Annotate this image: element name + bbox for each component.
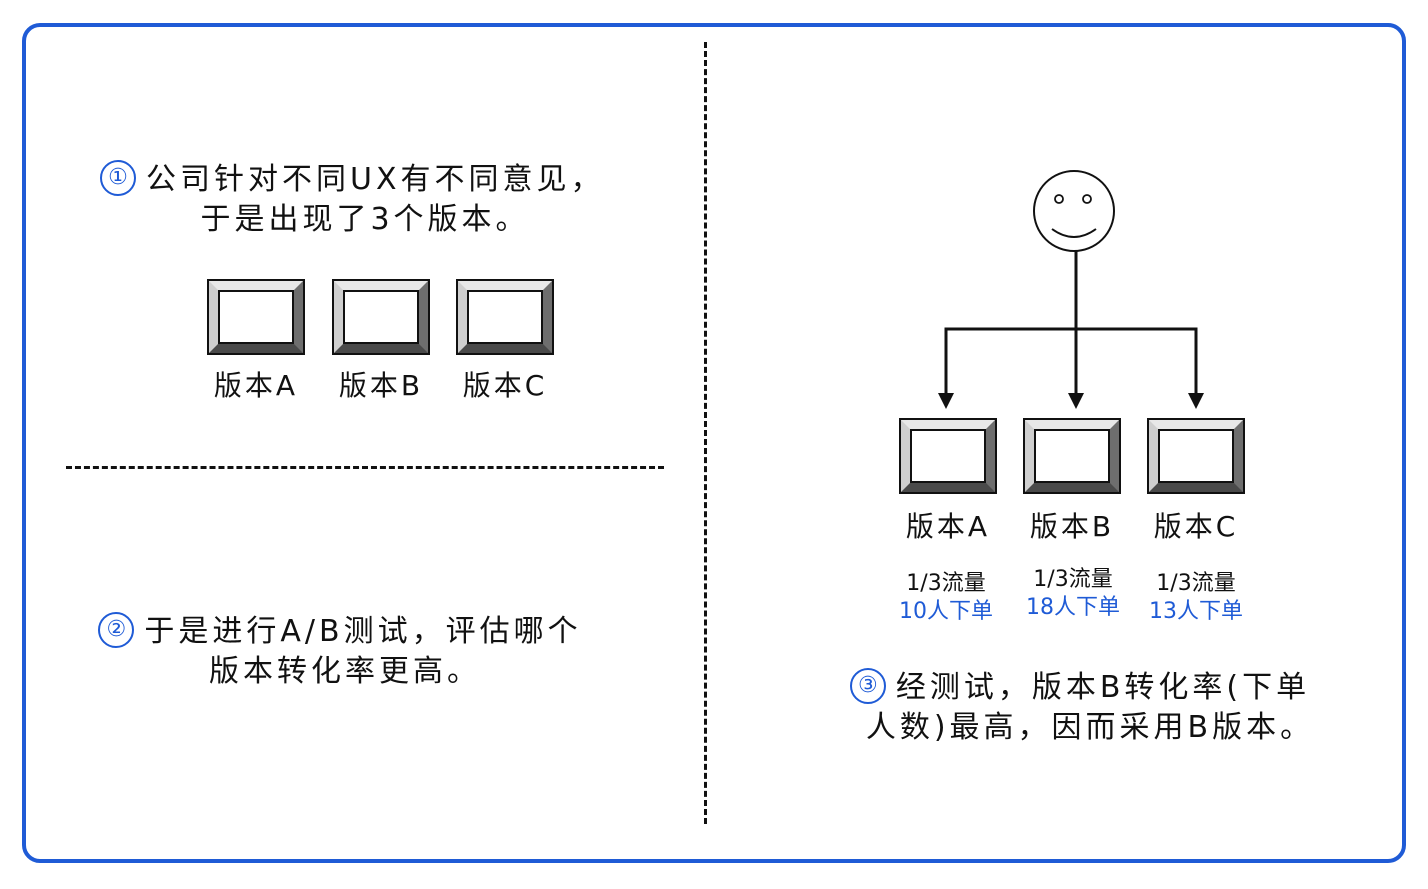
version-b-label: 版本B — [338, 369, 424, 402]
step3-version-c-box — [1147, 418, 1245, 494]
outer-frame — [22, 23, 1406, 863]
step2-line2: 版本转化率更高。 — [209, 654, 481, 689]
version-a-traffic: 1/3流量 — [906, 571, 986, 596]
version-c-orders: 13人下单 — [1149, 599, 1243, 624]
step3-version-b-label: 版本B — [1029, 510, 1115, 543]
version-b-box — [332, 279, 430, 355]
step2-line1: 于是进行A/B测试，评估哪个 — [144, 614, 582, 649]
step3-version-a-label: 版本A — [905, 510, 991, 543]
version-a-label: 版本A — [213, 369, 299, 402]
step3-text: ③ 经测试，版本B转化率(下单 人数)最高，因而采用B版本。 — [830, 667, 1330, 748]
version-a-box — [207, 279, 305, 355]
step1-number-badge: ① — [100, 159, 136, 196]
arrow-down-icon — [938, 393, 1204, 409]
version-b-traffic: 1/3流量 — [1033, 567, 1113, 592]
step1-line2: 于是出现了3个版本。 — [200, 202, 530, 237]
version-b-orders: 18人下单 — [1026, 595, 1120, 620]
step3-version-a-box — [899, 418, 997, 494]
version-c-box — [456, 279, 554, 355]
step3-line1: 经测试，版本B转化率(下单 — [895, 670, 1311, 705]
smiley-face-icon — [1033, 170, 1115, 252]
step3-version-c-label: 版本C — [1153, 510, 1239, 543]
branch-lines — [944, 251, 1198, 400]
version-c-traffic: 1/3流量 — [1156, 571, 1236, 596]
step3-line2: 人数)最高，因而采用B版本。 — [865, 710, 1315, 745]
horizontal-divider — [66, 466, 664, 469]
step3-version-b-box — [1023, 418, 1121, 494]
step2-text: ② 于是进行A/B测试，评估哪个 版本转化率更高。 — [90, 611, 590, 692]
step1-line1: 公司针对不同UX有不同意见， — [146, 162, 605, 197]
version-a-orders: 10人下单 — [899, 599, 993, 624]
vertical-divider — [704, 42, 707, 824]
version-c-label: 版本C — [462, 369, 548, 402]
step3-number-badge: ③ — [849, 667, 886, 704]
step2-number-badge: ② — [98, 611, 135, 648]
